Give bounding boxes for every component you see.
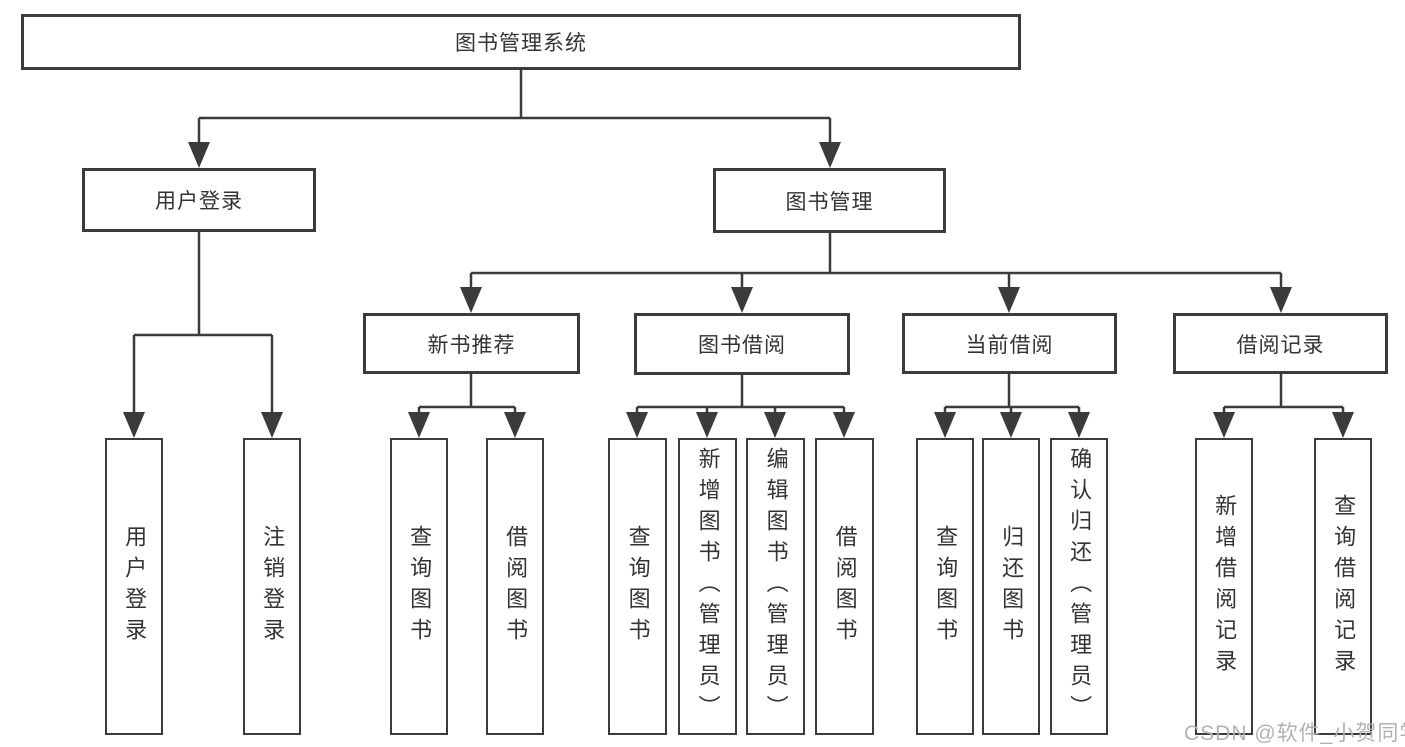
leaf-query-books-rec: 查询图书 — [390, 438, 448, 735]
leaf-borrow-books-rec: 借阅图书 — [486, 438, 544, 735]
node-label: 当前借阅 — [965, 333, 1054, 357]
node-book-borrowing: 图书借阅 — [634, 313, 850, 375]
leaf-label: 借阅图书 — [832, 524, 858, 649]
leaf-label: 用户登录 — [122, 524, 148, 649]
node-label: 借阅记录 — [1236, 333, 1325, 357]
leaf-label: 查询借阅记录 — [1331, 493, 1357, 680]
leaf-label: 编辑图书（管理员） — [763, 447, 789, 726]
csdn-watermark: CSDN @软件_小贺同学 — [1184, 722, 1405, 745]
node-label: 用户登录 — [155, 190, 243, 213]
leaf-logout: 注销登录 — [243, 438, 301, 735]
leaf-query-books-borrow: 查询图书 — [608, 438, 667, 735]
leaf-label: 查询图书 — [933, 524, 959, 649]
leaf-label: 归还图书 — [999, 524, 1025, 649]
leaf-confirm-return-admin: 确认归还（管理员） — [1050, 438, 1108, 735]
leaf-label: 新增图书（管理员） — [695, 447, 721, 726]
node-new-book-recommendation: 新书推荐 — [363, 313, 580, 374]
leaf-label: 新增借阅记录 — [1212, 493, 1238, 680]
leaf-add-books-admin: 新增图书（管理员） — [678, 438, 737, 735]
node-label: 图书管理系统 — [455, 32, 587, 55]
node-borrowing-records: 借阅记录 — [1173, 313, 1388, 374]
leaf-label: 查询图书 — [625, 524, 651, 649]
node-library-management-system: 图书管理系统 — [21, 14, 1021, 70]
leaf-label: 查询图书 — [407, 524, 433, 649]
leaf-add-borrow-record: 新增借阅记录 — [1195, 438, 1253, 735]
node-label: 图书管理 — [785, 190, 874, 214]
node-label: 图书借阅 — [698, 334, 786, 357]
leaf-edit-books-admin: 编辑图书（管理员） — [746, 438, 805, 735]
leaf-return-books: 归还图书 — [982, 438, 1040, 735]
node-label: 新书推荐 — [427, 333, 516, 357]
node-current-borrowing: 当前借阅 — [902, 313, 1117, 374]
leaf-label: 注销登录 — [260, 524, 286, 649]
leaf-query-books-current: 查询图书 — [916, 438, 974, 735]
node-user-login: 用户登录 — [82, 168, 316, 232]
leaf-query-borrow-record: 查询借阅记录 — [1314, 438, 1372, 735]
node-book-management: 图书管理 — [713, 168, 946, 233]
leaf-borrow-books: 借阅图书 — [815, 438, 874, 735]
leaf-user-login: 用户登录 — [105, 438, 163, 735]
leaf-label: 确认归还（管理员） — [1067, 447, 1093, 726]
leaf-label: 借阅图书 — [503, 524, 529, 649]
